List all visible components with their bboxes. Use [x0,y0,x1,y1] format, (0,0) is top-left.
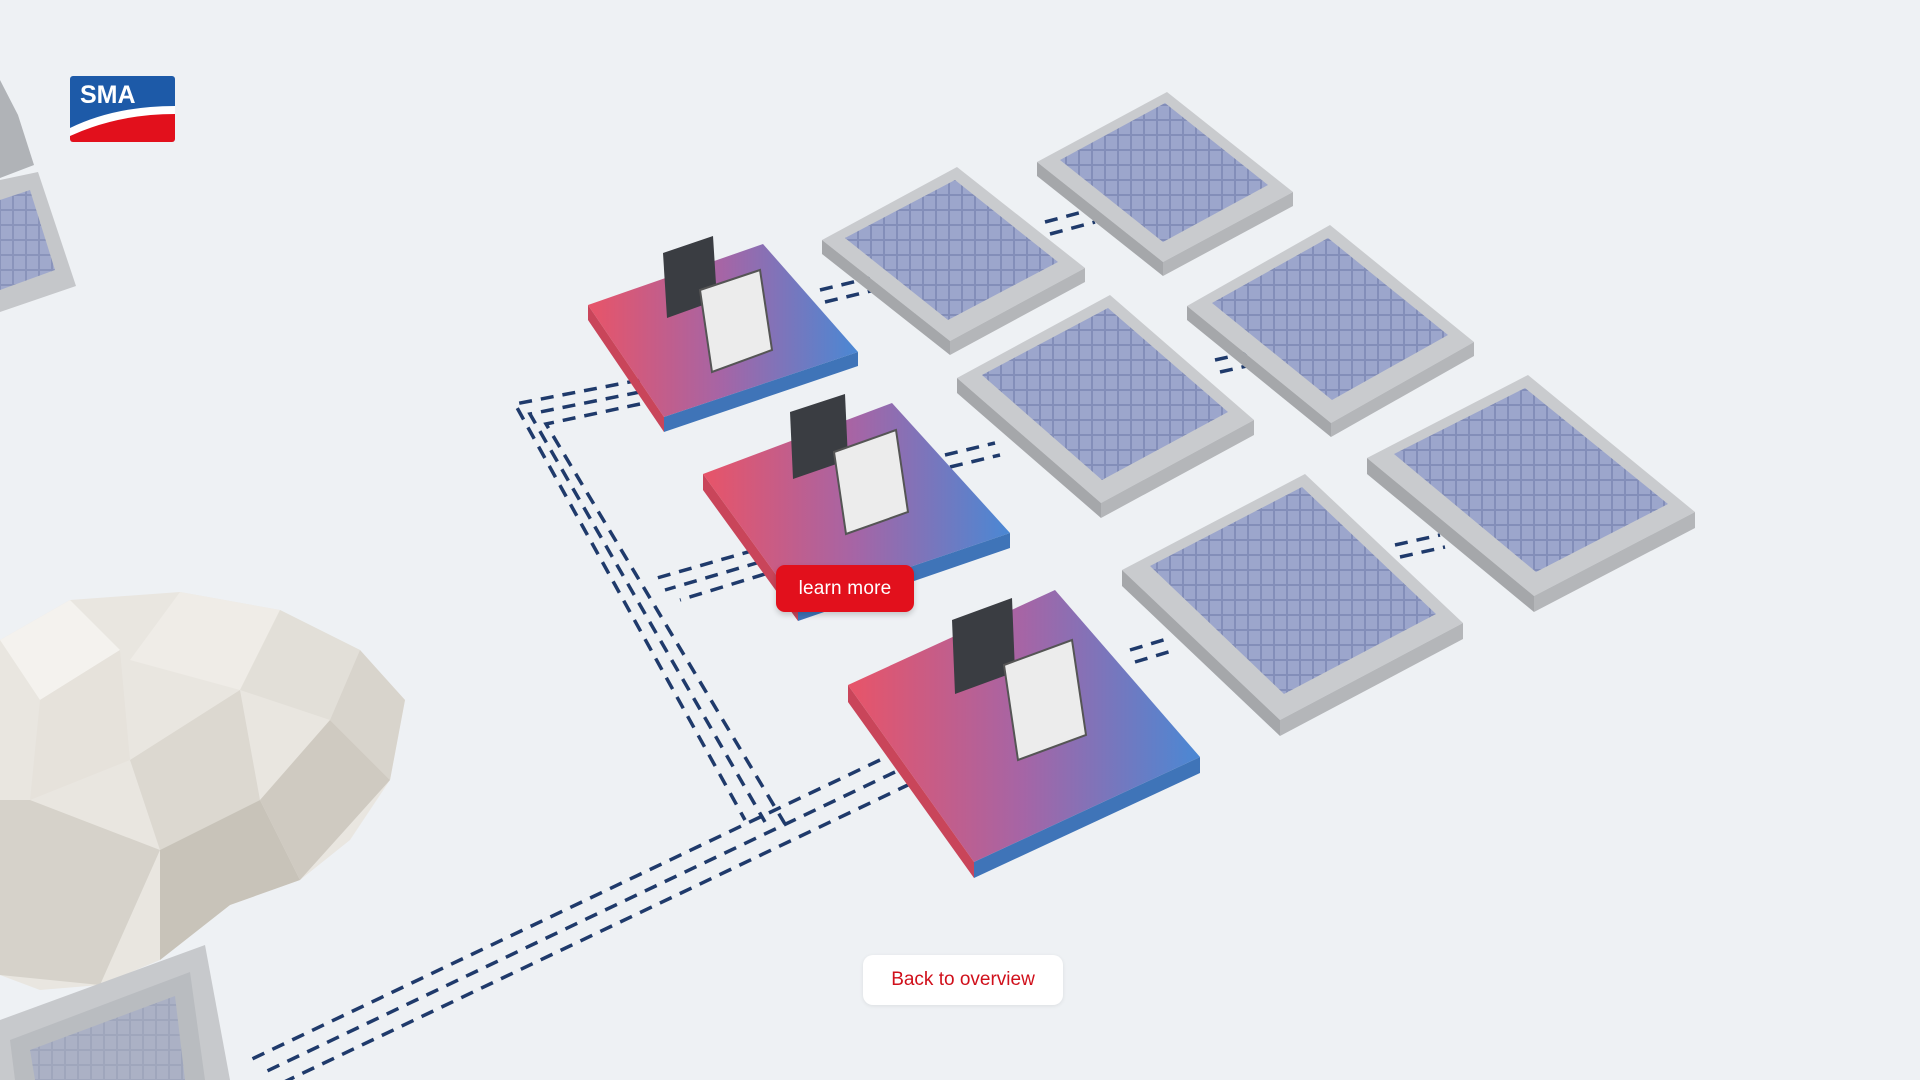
back-to-overview-button[interactable]: Back to overview [863,955,1063,1005]
inverter-station-3 [848,590,1200,878]
low-poly-rock [0,592,405,990]
solar-field-5 [1122,474,1463,736]
solar-field-1 [822,167,1085,355]
solar-field-6 [1367,375,1695,612]
sma-logo-mark: SMA [70,76,175,142]
sma-logo-text: SMA [80,81,136,109]
bottom-left-building [0,945,230,1080]
cable-network [249,208,1446,1080]
learn-more-button[interactable]: learn more [776,565,914,612]
solar-field-2 [1037,92,1293,276]
left-edge-structures [0,80,76,312]
solar-field-3 [957,295,1254,518]
inverter-station-1 [588,236,858,432]
sma-logo: SMA [70,76,175,142]
solar-field-4 [1187,225,1474,437]
